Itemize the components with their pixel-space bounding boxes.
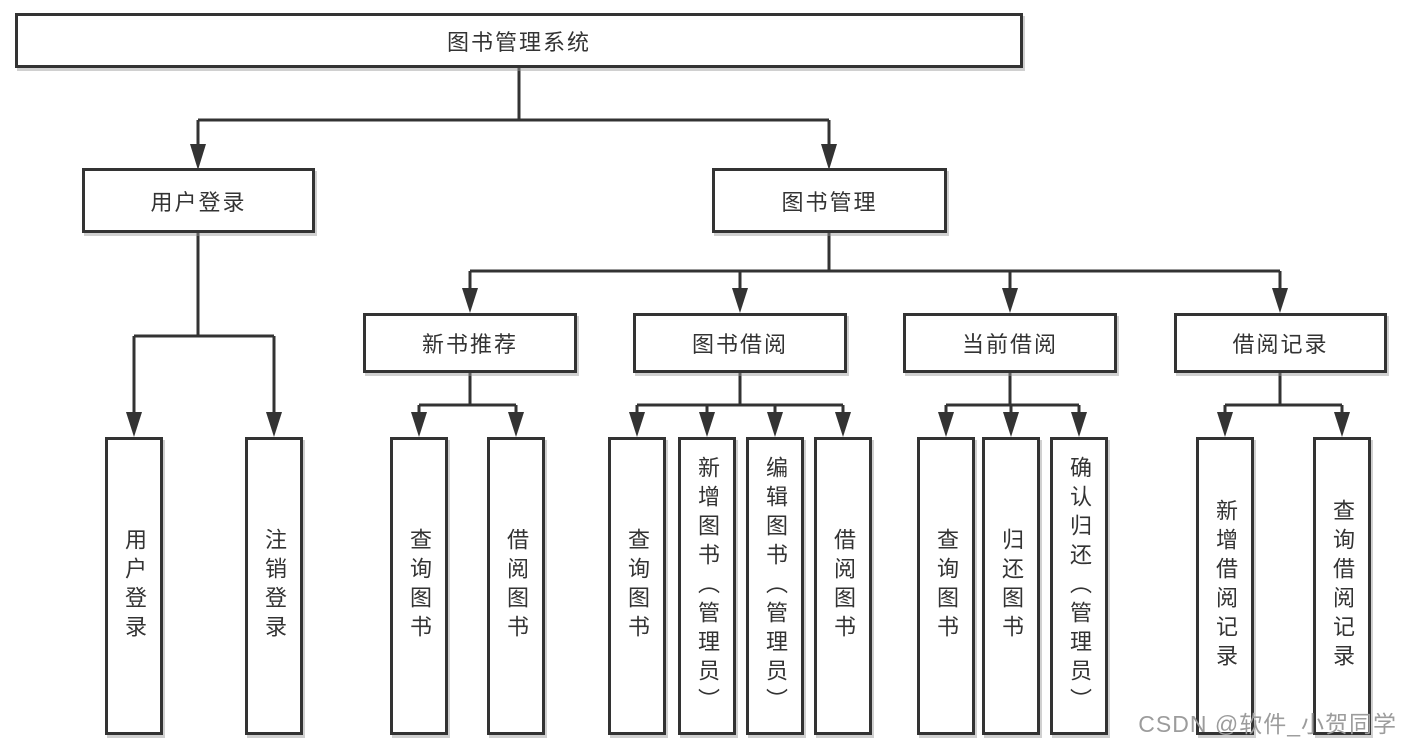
node-label: 用户登录: [122, 528, 147, 644]
node-add-books-admin: 新增图书（管理员）: [678, 437, 736, 735]
node-label: 查询图书: [625, 528, 650, 644]
node-label: 查询图书: [934, 528, 959, 644]
node-label: 借阅图书: [504, 528, 529, 644]
node-root-label: 图书管理系统: [446, 29, 591, 55]
node-query-books-borrow: 查询图书: [608, 437, 666, 735]
node-user-login-leaf: 用户登录: [105, 437, 163, 735]
node-book-borrow: 图书借阅: [633, 313, 847, 373]
node-label: 新书推荐: [421, 332, 518, 357]
node-current-borrow: 当前借阅: [903, 313, 1117, 373]
node-label: 用户登录: [150, 189, 247, 215]
node-new-book-recommend: 新书推荐: [363, 313, 577, 373]
node-label: 新增借阅记录: [1213, 499, 1238, 673]
node-label: 借阅图书: [831, 528, 856, 644]
node-label: 当前借阅: [961, 332, 1058, 357]
node-edit-books-admin: 编辑图书（管理员）: [746, 437, 804, 735]
node-add-borrow-record: 新增借阅记录: [1196, 437, 1254, 735]
node-query-borrow-record: 查询借阅记录: [1313, 437, 1371, 735]
node-label: 归还图书: [999, 528, 1024, 644]
node-label: 确认归还（管理员）: [1067, 455, 1092, 717]
node-book-management: 图书管理: [712, 168, 947, 233]
node-confirm-return-admin: 确认归还（管理员）: [1050, 437, 1108, 735]
node-query-books-current: 查询图书: [917, 437, 975, 735]
node-borrow-books-recommend: 借阅图书: [487, 437, 545, 735]
node-label: 注销登录: [262, 528, 287, 644]
node-return-books: 归还图书: [982, 437, 1040, 735]
node-user-login: 用户登录: [82, 168, 315, 233]
node-label: 图书管理: [781, 189, 878, 215]
node-label: 新增图书（管理员）: [695, 455, 720, 717]
node-label: 编辑图书（管理员）: [763, 455, 788, 717]
node-label: 查询借阅记录: [1330, 499, 1355, 673]
node-borrow-records: 借阅记录: [1174, 313, 1387, 373]
node-label: 图书借阅: [691, 332, 788, 357]
node-label: 借阅记录: [1232, 332, 1329, 357]
node-query-books-recommend: 查询图书: [390, 437, 448, 735]
watermark: CSDN @软件_小贺同学: [1138, 711, 1397, 737]
node-root: 图书管理系统: [15, 13, 1023, 68]
node-borrow-books: 借阅图书: [814, 437, 872, 735]
node-logout: 注销登录: [245, 437, 303, 735]
node-label: 查询图书: [407, 528, 432, 644]
